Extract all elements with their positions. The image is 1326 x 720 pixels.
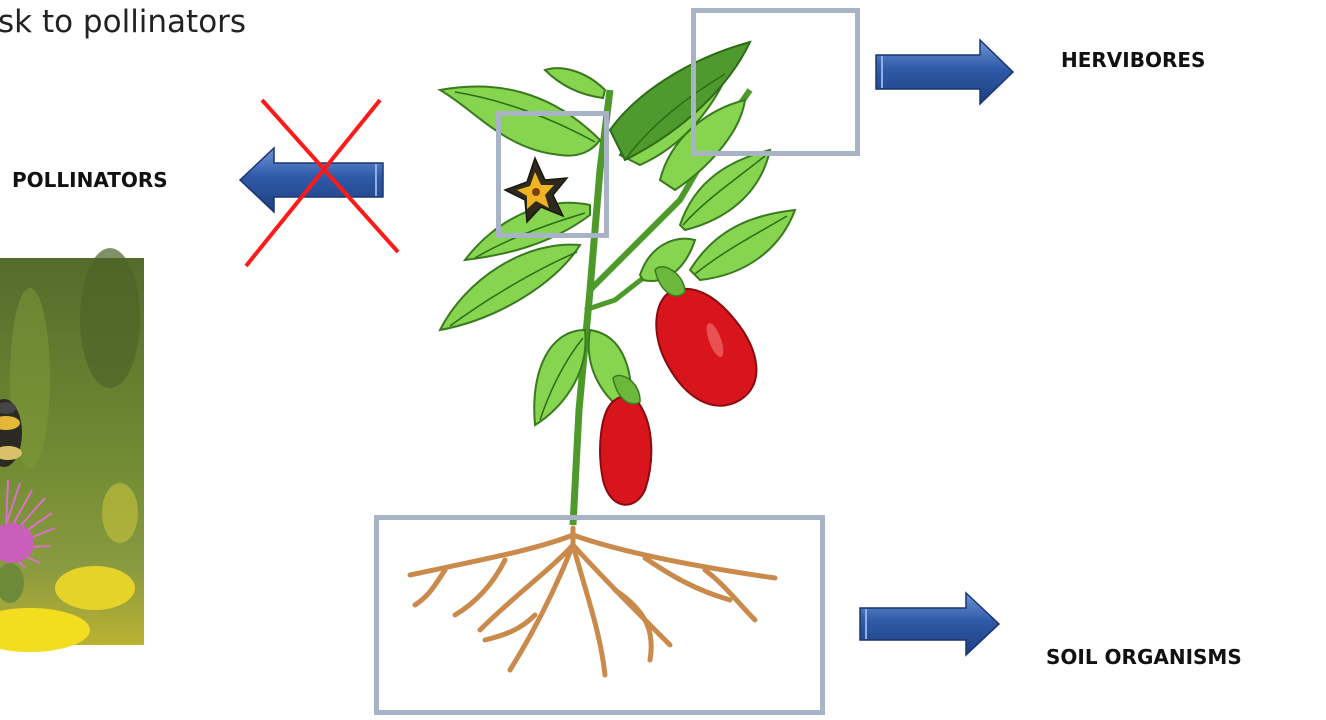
cross-mark-icon — [240, 96, 402, 268]
soil-organisms-label: SOIL ORGANISMS — [1046, 645, 1242, 669]
leaf-highlight-box — [691, 8, 861, 157]
root-highlight-box — [374, 515, 826, 715]
bee-photo — [0, 258, 144, 645]
slide-heading: sk to pollinators — [0, 4, 246, 40]
arrow-right-icon — [875, 39, 1015, 105]
flower-highlight-box — [496, 111, 611, 238]
arrow-right-icon — [859, 592, 1001, 656]
pollinators-label: POLLINATORS — [12, 168, 168, 192]
herbivores-label: HERVIBORES — [1061, 48, 1205, 72]
